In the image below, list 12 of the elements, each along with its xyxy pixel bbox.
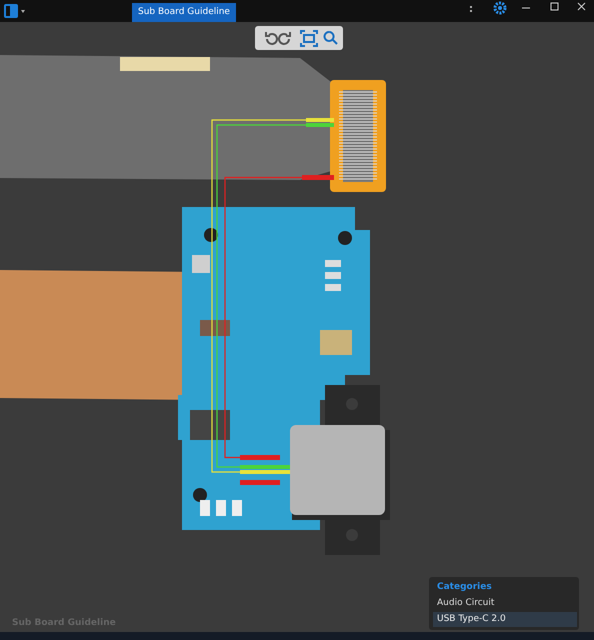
net-pad (240, 455, 280, 460)
net-pad (302, 175, 334, 180)
tab: Sub Board Guideline (132, 3, 236, 22)
net-pad (240, 480, 280, 485)
trace-line (224, 176, 302, 458)
category-item: USB Type-C 2.0 (433, 612, 577, 627)
net-pad (240, 465, 290, 469)
net-pad (240, 470, 290, 474)
net-pad (306, 123, 334, 127)
panel-heading: Categories (437, 582, 493, 594)
category-item: Audio Circuit (437, 598, 496, 610)
net-pad (306, 118, 334, 122)
